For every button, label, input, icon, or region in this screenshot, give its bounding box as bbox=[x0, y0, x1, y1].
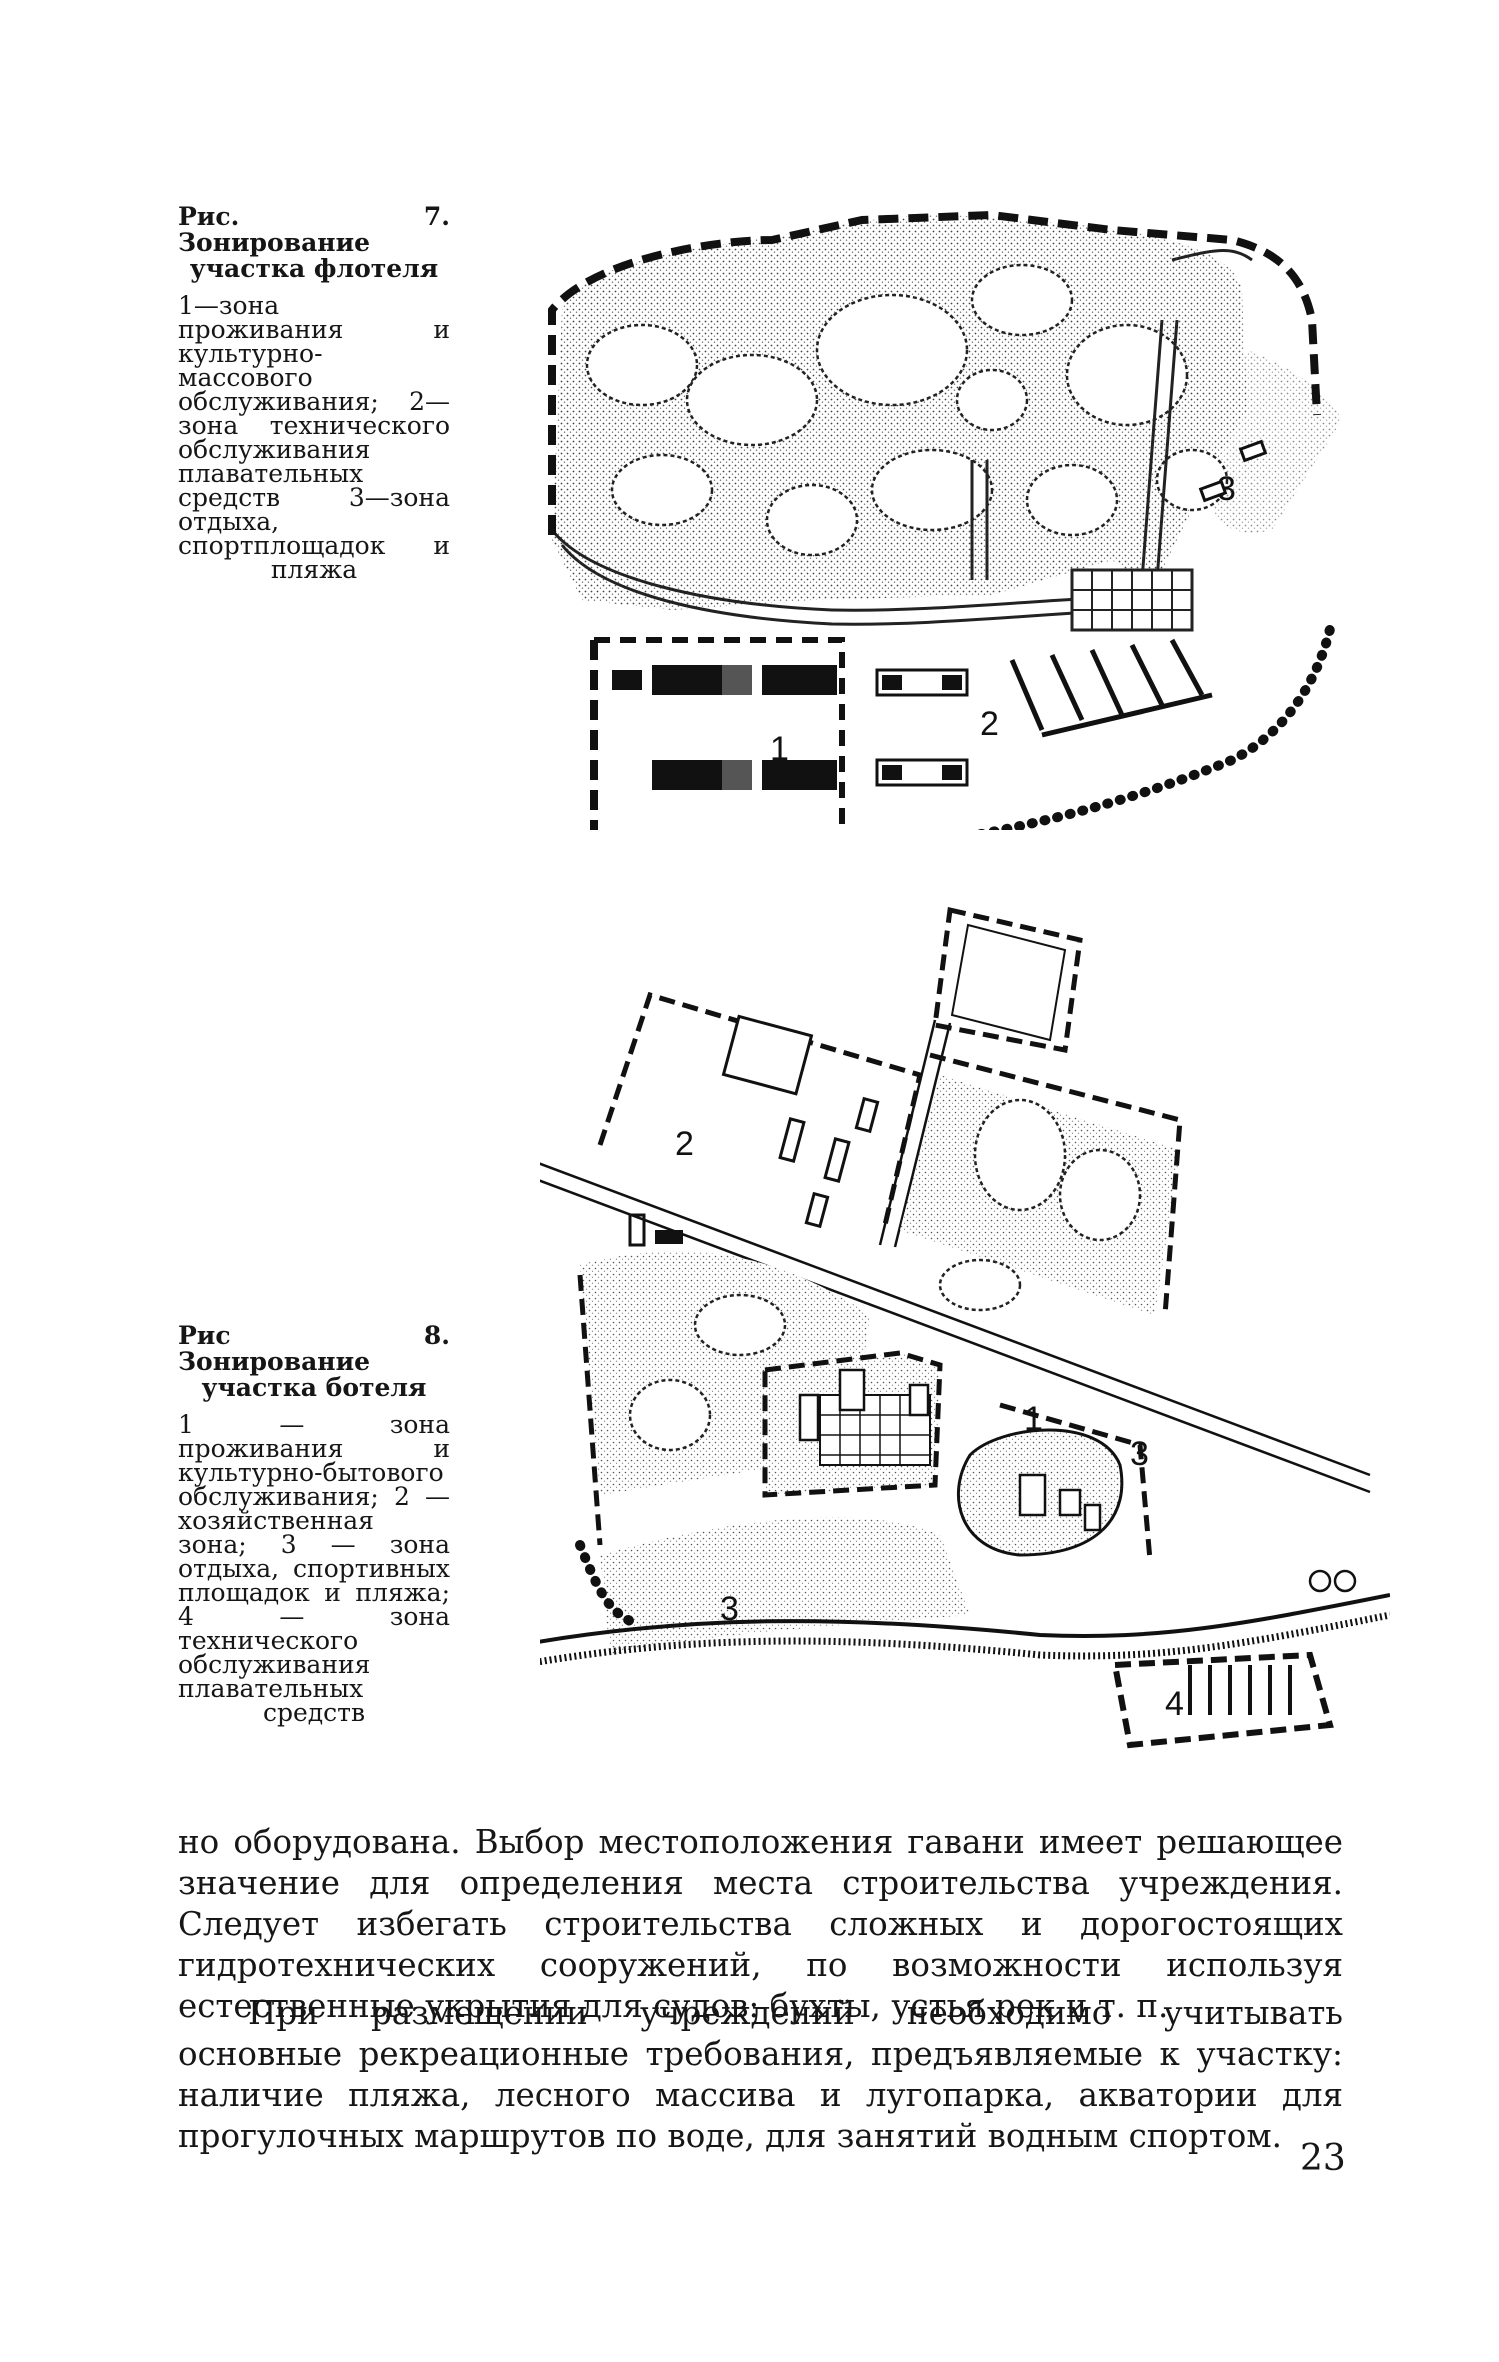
paragraph-1-text: но оборудована. Выбор местоположения гав… bbox=[178, 1823, 1343, 2025]
figure-7-zone-2-label: 2 bbox=[980, 705, 999, 743]
figure-8-zone-1-label: 1 bbox=[1024, 1400, 1043, 1438]
figure-8-site-plan: 2 1 3 3 4 bbox=[540, 906, 1390, 1749]
figure-7-caption-title: Рис. 7. Зонирование участка флотеля bbox=[178, 202, 450, 283]
figure-8-caption: Рис 8. Зонирование участка ботеля 1 — зо… bbox=[178, 1321, 450, 1727]
figure-7-site-plan: 1 2 3 bbox=[548, 210, 1342, 830]
figure-8-zone-2-label: 2 bbox=[675, 1125, 694, 1163]
figure-8-zone-3b-label: 3 bbox=[720, 1590, 739, 1628]
body-paragraph-1: но оборудована. Выбор местоположения гав… bbox=[178, 1822, 1343, 2027]
figure-8-zone-3-label: 3 bbox=[1130, 1435, 1149, 1473]
body-paragraph-2: При размещении учреждений необходимо учи… bbox=[178, 1993, 1343, 2157]
page-number: 23 bbox=[1300, 2138, 1346, 2179]
figure-8-caption-title: Рис 8. Зонирование участка ботеля bbox=[178, 1321, 450, 1402]
figure-7-zone-3-label: 3 bbox=[1217, 470, 1236, 508]
paragraph-2-text: При размещении учреждений необходимо учи… bbox=[178, 1994, 1343, 2155]
figure-8-caption-legend: 1 — зона проживания и культурно-бытового… bbox=[178, 1410, 450, 1727]
figure-7-caption: Рис. 7. Зонирование участка флотеля 1—зо… bbox=[178, 202, 450, 584]
figure-7-zone-1-label: 1 bbox=[770, 730, 789, 768]
figure-7-caption-legend: 1—зона проживания и культурно-массового … bbox=[178, 291, 450, 584]
figure-8-zone-4-label: 4 bbox=[1165, 1685, 1184, 1723]
